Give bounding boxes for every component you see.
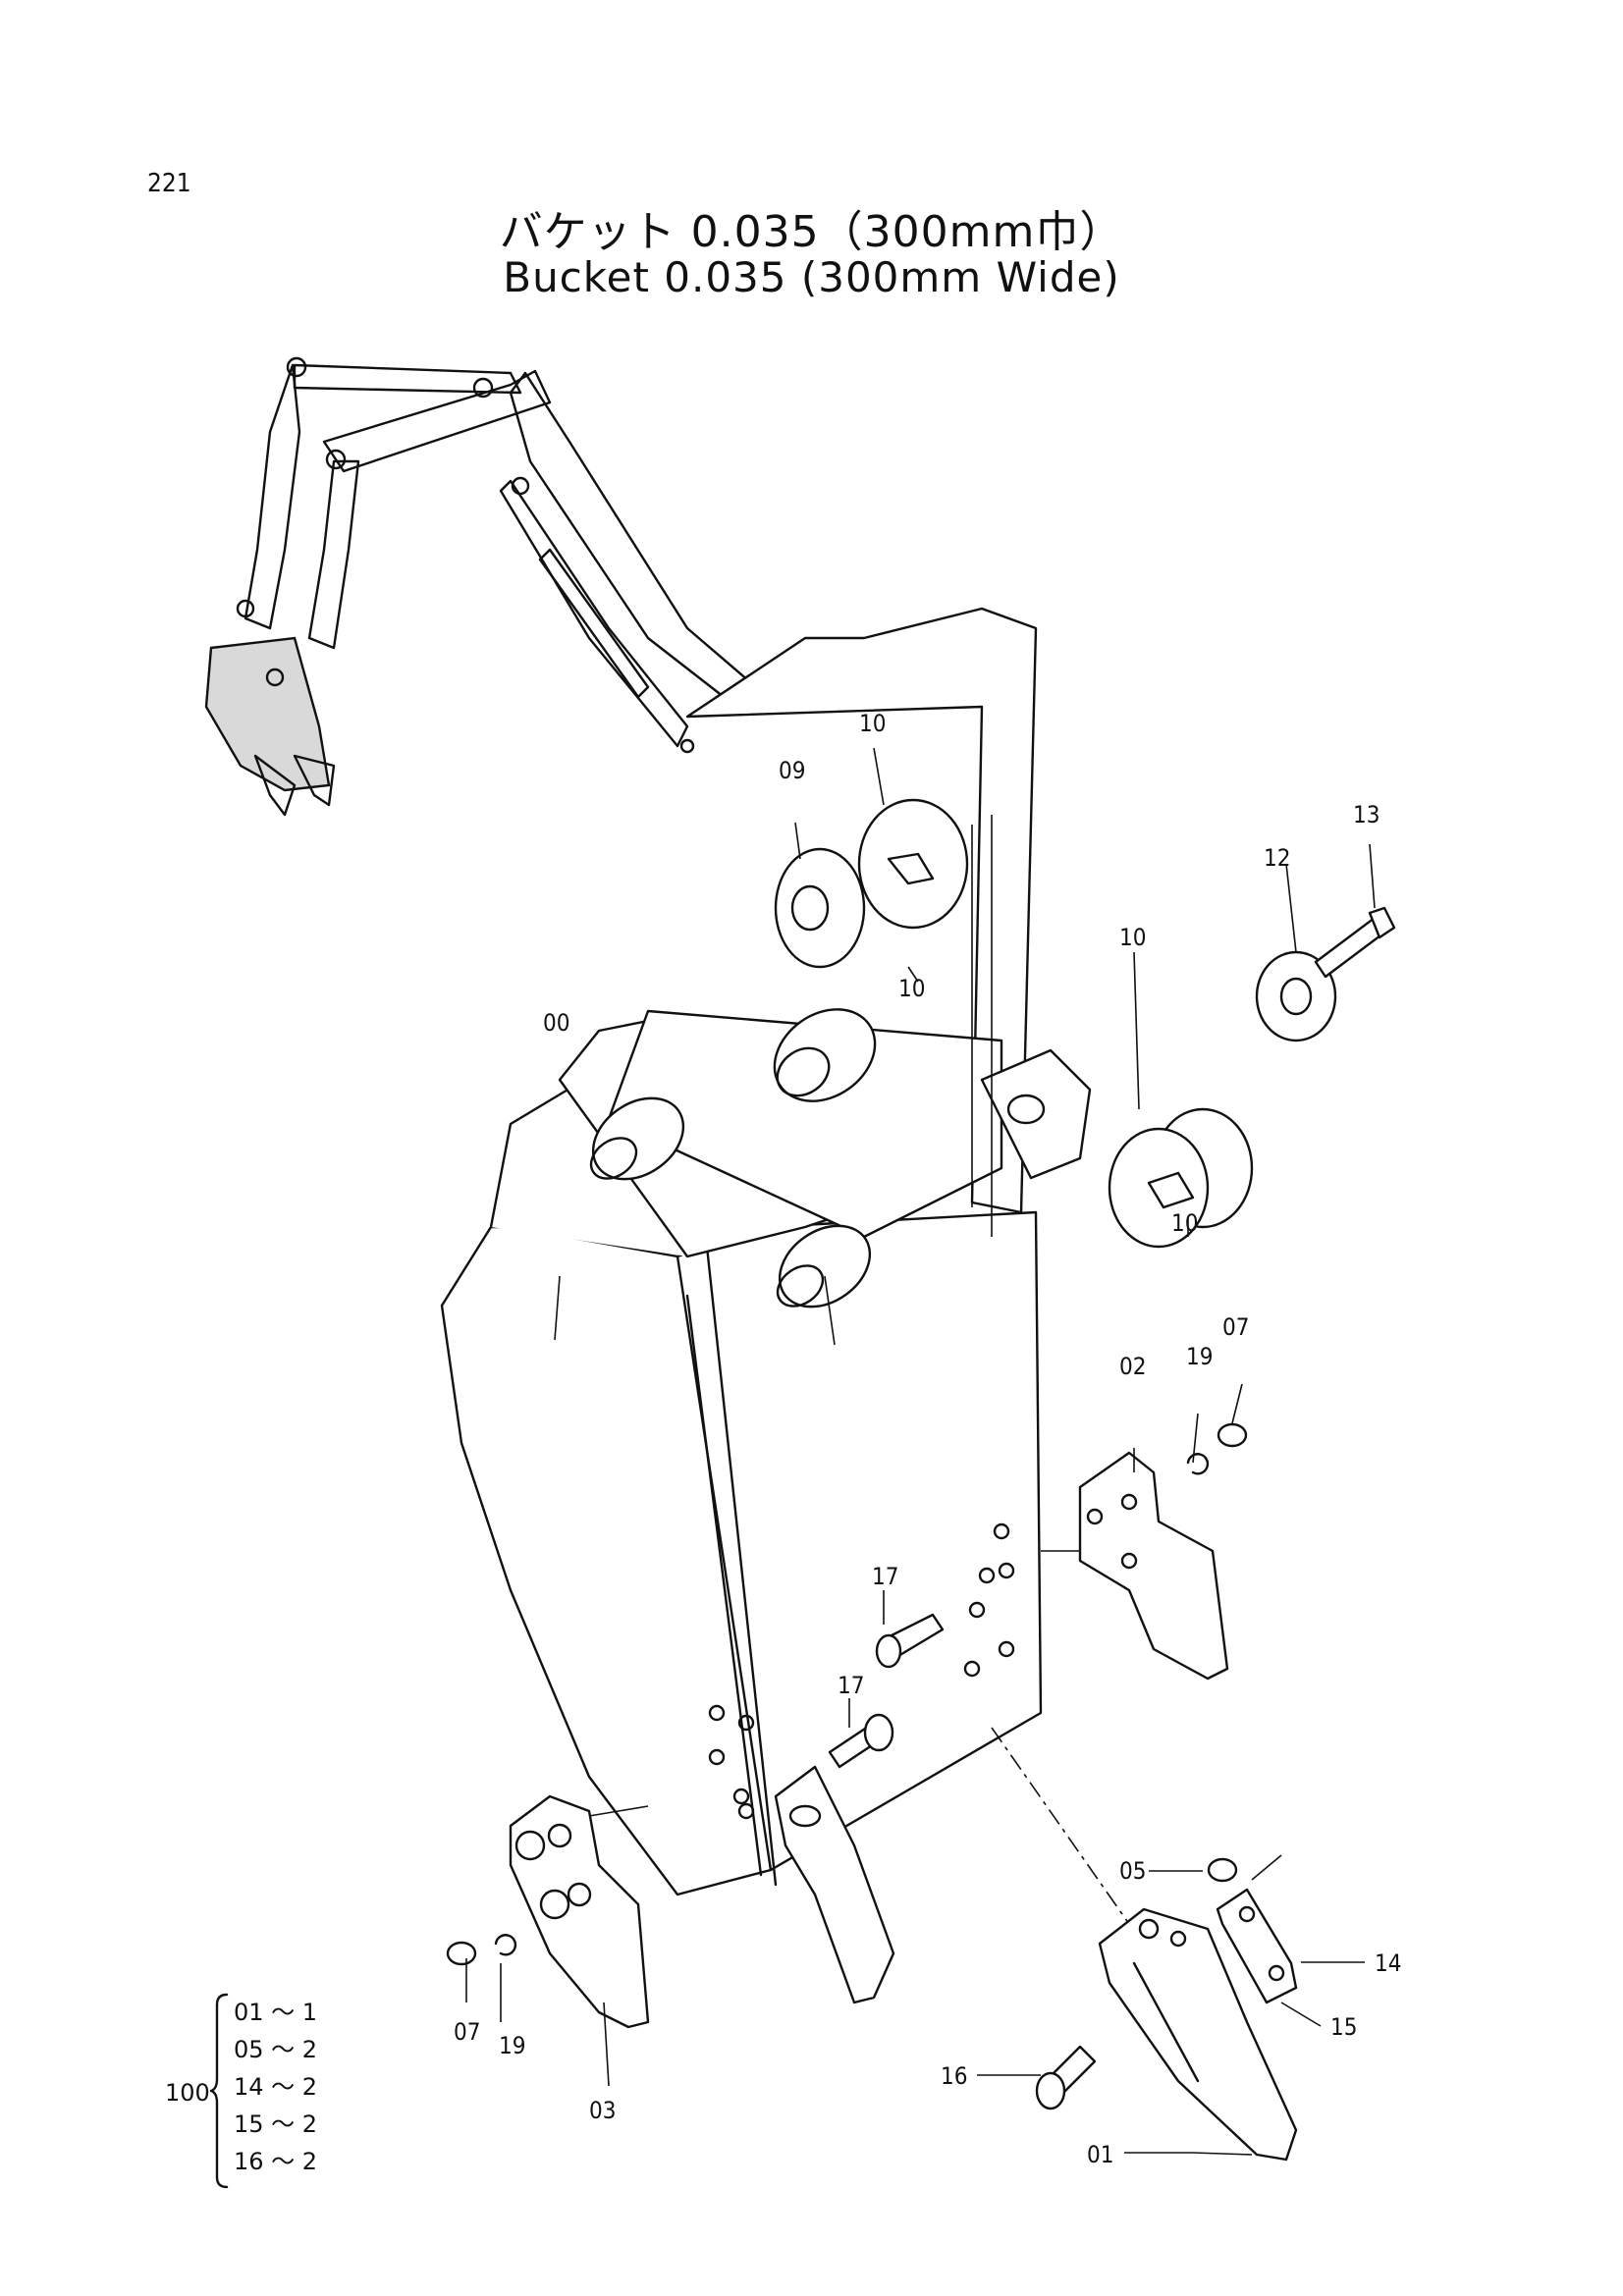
callout-10-c: 10 xyxy=(1119,924,1146,951)
callout-labels: 00 01 02 03 05 07 07 09 10 10 10 10 12 1… xyxy=(454,710,1401,2168)
callout-09: 09 xyxy=(779,757,805,784)
callout-15: 15 xyxy=(1330,2013,1357,2041)
excavator-arm-illustration xyxy=(204,356,758,817)
callout-17-a: 17 xyxy=(872,1563,898,1590)
kit-note: 100 01 ～ 1 05 ～ 2 14 ～ 2 15 ～ 2 16 ～ 2 xyxy=(165,1993,342,2189)
callout-07-left: 07 xyxy=(454,2018,480,2046)
callout-16: 16 xyxy=(941,2062,967,2090)
callout-leaders xyxy=(465,747,1376,2156)
bucket-body xyxy=(440,607,1130,1925)
callout-00: 00 xyxy=(543,1009,569,1037)
callout-03: 03 xyxy=(589,2097,616,2124)
callout-10-b: 10 xyxy=(898,975,925,1002)
fasteners xyxy=(446,1422,1298,2110)
callout-02: 02 xyxy=(1119,1353,1146,1380)
callout-19-left: 19 xyxy=(499,2032,525,2059)
part-01-tooth xyxy=(1098,1907,1298,2162)
callout-01: 01 xyxy=(1087,2141,1113,2168)
kit-brace xyxy=(209,1993,229,2189)
callout-19-right: 19 xyxy=(1186,1343,1213,1370)
callout-07-right: 07 xyxy=(1222,1313,1249,1341)
kit-item: 14 ～ 2 xyxy=(234,2073,318,2101)
callout-05: 05 xyxy=(1119,1857,1146,1885)
center-tooth-adapter xyxy=(774,1765,895,2004)
callout-14: 14 xyxy=(1375,1949,1401,1977)
kit-item: 01 ～ 1 xyxy=(234,1999,318,2026)
kit-item: 05 ～ 2 xyxy=(234,2036,318,2063)
kit-number: 100 xyxy=(165,2079,210,2107)
bushing-and-shims xyxy=(774,798,1396,1249)
page-number: 221 xyxy=(147,169,191,198)
kit-item: 15 ～ 2 xyxy=(234,2110,318,2138)
callout-17-b: 17 xyxy=(838,1672,864,1699)
kit-item: 16 ～ 2 xyxy=(234,2148,318,2175)
callout-13: 13 xyxy=(1353,801,1380,828)
part-02-side-cutter xyxy=(1078,1451,1229,1681)
part-03-side-cutter xyxy=(509,1794,650,2029)
callout-10-a: 10 xyxy=(859,710,886,737)
callout-10-d: 10 xyxy=(1171,1209,1198,1237)
callout-12: 12 xyxy=(1264,844,1290,872)
title-english: Bucket 0.035 (300mm Wide) xyxy=(503,253,1120,301)
title-japanese: バケット 0.035（300mm巾） xyxy=(499,207,1124,257)
